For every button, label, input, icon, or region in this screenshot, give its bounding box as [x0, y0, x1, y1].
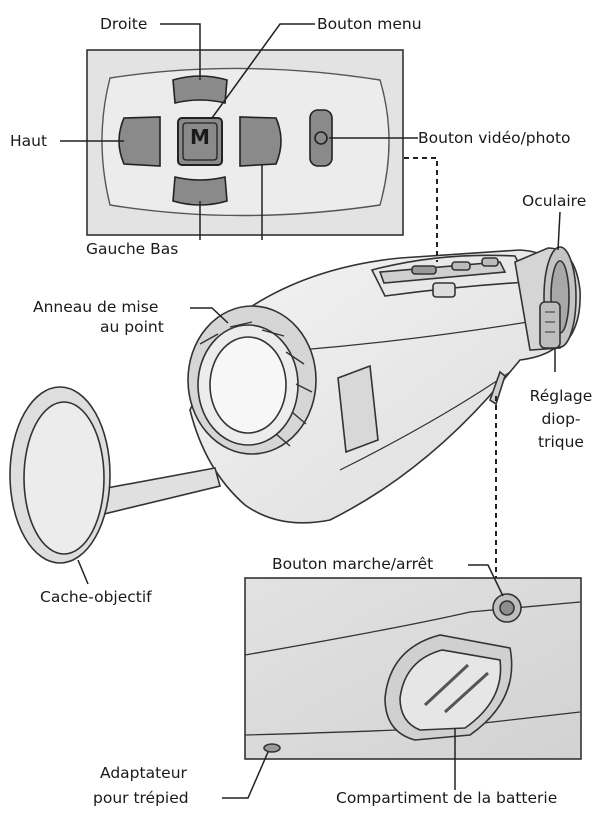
battery-inset	[244, 577, 582, 760]
video-photo-button[interactable]	[309, 109, 333, 167]
label-bouton-marche-arret: Bouton marche/arrêt	[272, 555, 434, 573]
label-anneau-line2: au point	[100, 318, 164, 336]
menu-key[interactable]	[177, 117, 223, 166]
label-reglage-line3: trique	[538, 433, 584, 451]
monocular-body	[187, 246, 581, 524]
bas-key[interactable]	[172, 176, 228, 206]
label-adaptateur-line1: Adaptateur	[100, 764, 187, 782]
label-adaptateur-line2: pour trépied	[93, 789, 189, 807]
leader-lines	[60, 23, 561, 799]
lens-cap	[9, 386, 221, 564]
label-bouton-video-photo: Bouton vidéo/photo	[418, 129, 571, 147]
haut-key[interactable]	[118, 116, 161, 167]
gauche-key[interactable]	[239, 116, 282, 167]
label-cache-objectif: Cache-objectif	[40, 588, 152, 606]
label-anneau-line1: Anneau de mise	[33, 298, 159, 316]
label-gauche-bas: Gauche Bas	[86, 240, 179, 258]
label-compartiment-batterie: Compartiment de la batterie	[336, 789, 558, 807]
label-oculaire: Oculaire	[522, 192, 587, 210]
record-circle-icon	[314, 131, 328, 145]
label-haut: Haut	[10, 132, 48, 150]
label-reglage-line1: Réglage	[529, 387, 593, 405]
label-droite: Droite	[100, 15, 148, 33]
menu-key-letter: M	[190, 125, 210, 149]
label-reglage-line2: diop-	[541, 410, 581, 428]
droite-key[interactable]	[172, 75, 228, 104]
label-bouton-menu: Bouton menu	[317, 15, 422, 33]
keypad-inset	[86, 49, 404, 236]
